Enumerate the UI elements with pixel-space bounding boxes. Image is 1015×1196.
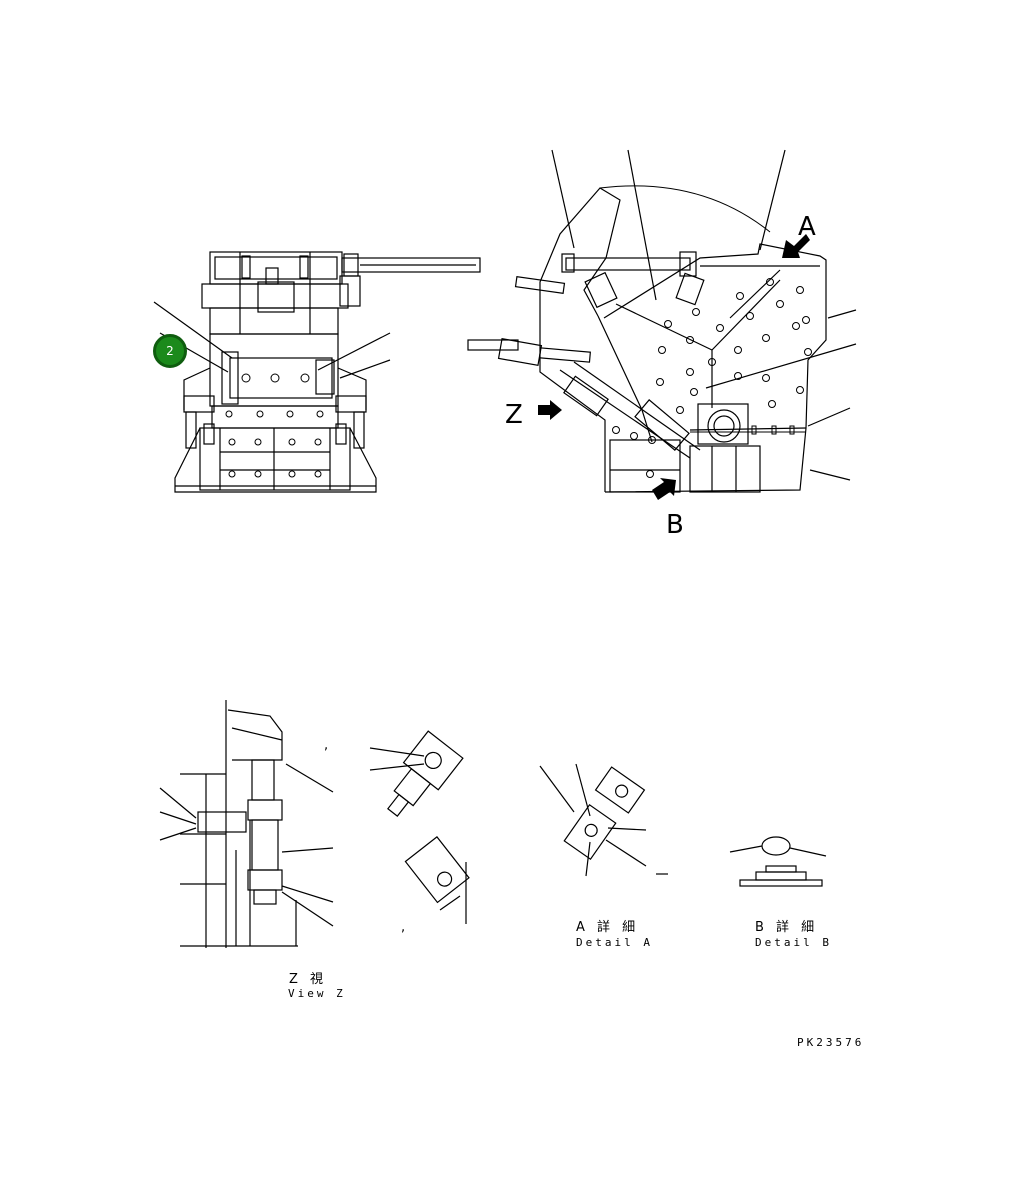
comma-mark: ,	[324, 738, 329, 753]
caption-detail-a-en: Detail A	[576, 936, 653, 949]
caption-detail-b-jp: B 詳 細	[755, 920, 819, 935]
detail-b-drawing	[729, 836, 827, 887]
drawing-number: PK23576	[797, 1036, 865, 1049]
arrow-z	[538, 400, 562, 420]
arrow-b	[652, 478, 676, 500]
view-z-drawing	[159, 700, 470, 948]
side-view	[467, 149, 857, 500]
callout-badge: 2	[153, 334, 187, 368]
caption-detail-b-en: Detail B	[755, 936, 832, 949]
caption-view-z-en: View Z	[288, 987, 346, 1000]
arrow-a	[782, 234, 810, 258]
front-view	[153, 251, 481, 493]
comma-mark: ,	[401, 920, 406, 935]
caption-view-z-jp: Z 視	[289, 972, 328, 987]
label-a: A	[798, 212, 816, 242]
label-b: B	[666, 510, 684, 540]
caption-detail-a-jp: A 詳 細	[576, 920, 640, 935]
detail-a-drawing	[539, 763, 668, 877]
label-z: Z	[505, 400, 523, 430]
